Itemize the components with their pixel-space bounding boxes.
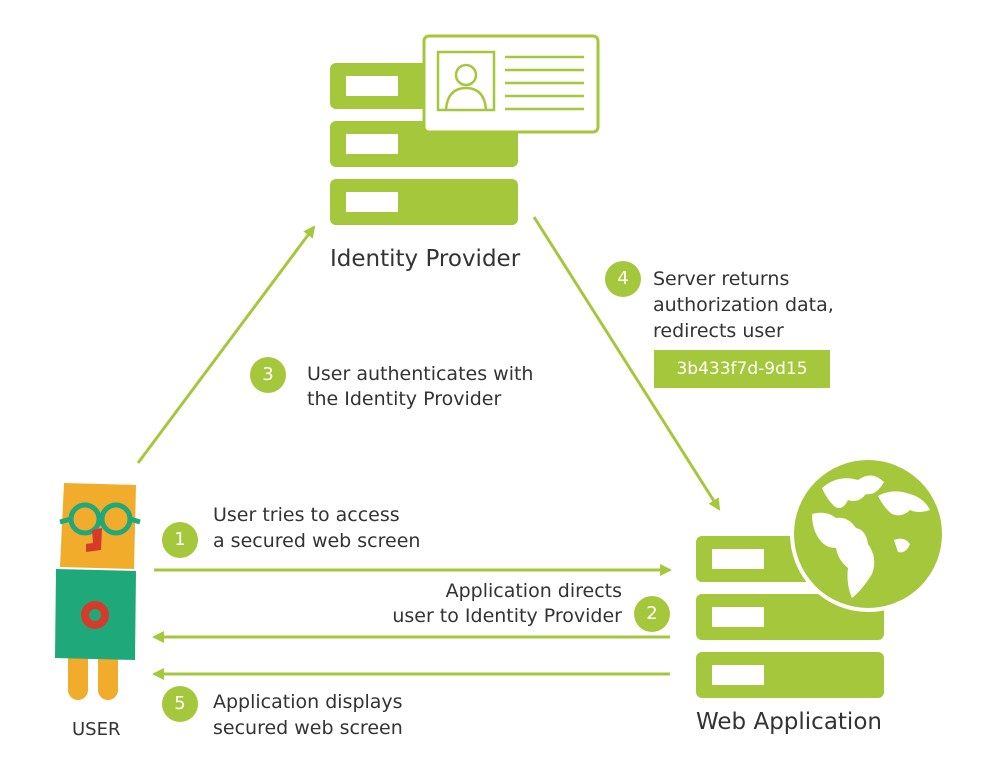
identity-provider-label: Identity Provider (330, 246, 521, 272)
step-3-text-line1: User authenticates with (307, 363, 534, 385)
step-2-badge: 2 (634, 596, 670, 632)
step-2-text-line2: user to Identity Provider (392, 605, 622, 627)
step-4-text-line3: redirects user (653, 320, 784, 342)
step-4-text-line2: authorization data, (653, 294, 834, 316)
step-5-text-line2: secured web screen (213, 717, 403, 739)
authorization-token-badge: 3b433f7d-9d15 (654, 350, 830, 388)
globe-icon (790, 456, 946, 612)
step-3-badge: 3 (250, 357, 286, 393)
step-1-text-line1: User tries to access (213, 504, 400, 526)
id-card-icon (422, 34, 600, 134)
step-1-badge: 1 (162, 522, 198, 558)
step-1-text-line2: a secured web screen (213, 530, 421, 552)
user-figure-icon (55, 483, 141, 700)
step-2-text-line1: Application directs (445, 580, 622, 602)
step-5-badge: 5 (162, 686, 198, 722)
step-4-text-line1: Server returns (653, 268, 790, 290)
arrow-identity-provider-to-web-app (532, 216, 721, 511)
user-label: USER (72, 719, 121, 740)
arrow-user-to-identity-provider (136, 225, 316, 464)
step-5-text-line1: Application displays (213, 691, 403, 713)
step-4-badge: 4 (605, 261, 641, 297)
web-application-label: Web Application (696, 709, 882, 735)
step-3-text-line2: the Identity Provider (307, 388, 502, 410)
